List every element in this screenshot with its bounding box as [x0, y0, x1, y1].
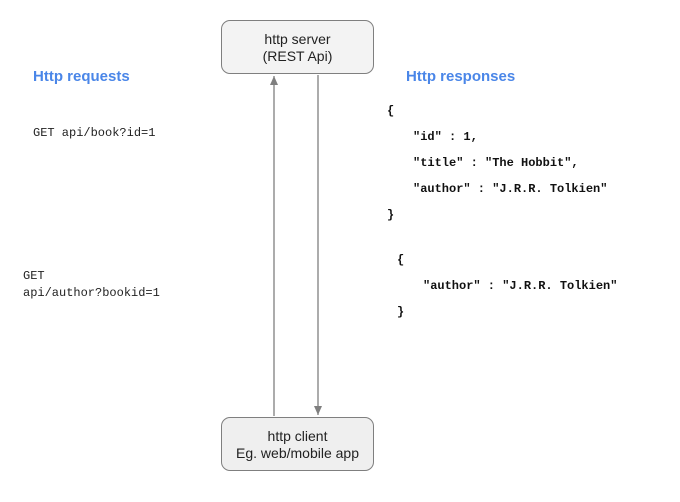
requests-heading: Http requests [33, 68, 130, 85]
server-subtitle: (REST Api) [262, 48, 333, 64]
client-subtitle: Eg. web/mobile app [236, 445, 359, 461]
response-book-id: "id" : 1, [413, 130, 478, 144]
response-book-author: "author" : "J.R.R. Tolkien" [413, 182, 608, 196]
responses-heading: Http responses [406, 68, 516, 85]
http-client-box: http client Eg. web/mobile app [221, 417, 374, 471]
response-book-title: "title" : "The Hobbit", [413, 156, 579, 170]
request-author-method: GET [23, 269, 45, 283]
response-author-close-brace: } [397, 305, 405, 319]
request-author-path: api/author?bookid=1 [23, 286, 160, 300]
response-author-open-brace: { [397, 253, 405, 267]
client-title: http client [267, 428, 328, 444]
response-book-open-brace: { [387, 104, 395, 118]
request-book-line: GET api/book?id=1 [33, 126, 156, 140]
response-author-author: "author" : "J.R.R. Tolkien" [423, 279, 618, 293]
response-book-close-brace: } [387, 208, 395, 222]
server-title: http server [264, 31, 331, 47]
http-server-box: http server (REST Api) [221, 20, 374, 74]
